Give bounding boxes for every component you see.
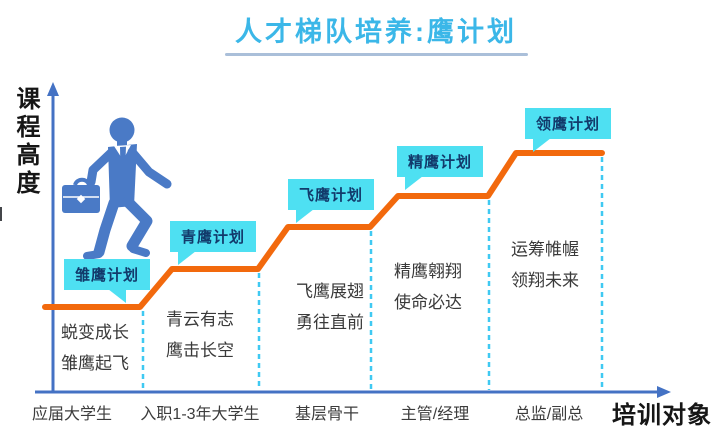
right-arrow-icon [657, 386, 671, 398]
audience-label-5: 总监/副总 [514, 406, 584, 423]
step-desc-4: 精鹰翱翔 使命必达 [368, 256, 488, 318]
step-desc-line: 运筹帷幄 [511, 240, 579, 259]
title-underline [225, 53, 528, 56]
step-desc-5: 运筹帷幄 领翔未来 [485, 234, 605, 296]
callout-plan-4: 精鹰计划 [397, 146, 484, 190]
step-desc-line: 飞鹰展翅 [296, 282, 364, 301]
x-axis-label: 培训对象 [612, 402, 712, 429]
callout-plan-2: 青鹰计划 [170, 221, 257, 265]
callout-plan-3: 飞鹰计划 [288, 179, 375, 223]
section-divider-lines [141, 157, 604, 390]
audience-label-4: 主管/经理 [400, 406, 470, 423]
clipped-edge-mark [0, 207, 2, 221]
step-desc-2: 青云有志 鹰击长空 [140, 304, 260, 366]
step-desc-line: 蜕变成长 [61, 323, 129, 342]
step-desc-line: 领翔未来 [511, 271, 579, 290]
callout-plan-1: 雏鹰计划 [64, 259, 151, 303]
step-desc-line: 勇往直前 [296, 313, 364, 332]
step-desc-line: 青云有志 [166, 310, 234, 329]
up-arrow-icon [47, 82, 59, 96]
audience-label-2: 入职1-3年大学生 [140, 406, 260, 423]
step-desc-line: 精鹰翱翔 [394, 262, 462, 281]
step-desc-3: 飞鹰展翅 勇往直前 [270, 276, 390, 338]
audience-label-3: 基层骨干 [294, 406, 360, 423]
step-desc-line: 使命必达 [394, 293, 462, 312]
staircase-line [42, 150, 605, 310]
axes [35, 92, 660, 394]
y-axis-label: 课程高度 [12, 86, 39, 198]
step-desc-line: 雏鹰起飞 [61, 354, 129, 373]
step-desc-line: 鹰击长空 [166, 341, 234, 360]
page-title: 人才梯队培养:鹰计划 [235, 17, 517, 47]
step-desc-1: 蜕变成长 雏鹰起飞 [35, 317, 155, 379]
callout-plan-5: 领鹰计划 [525, 108, 612, 152]
businessman-climbing-icon [62, 117, 172, 260]
audience-label-1: 应届大学生 [31, 406, 113, 423]
